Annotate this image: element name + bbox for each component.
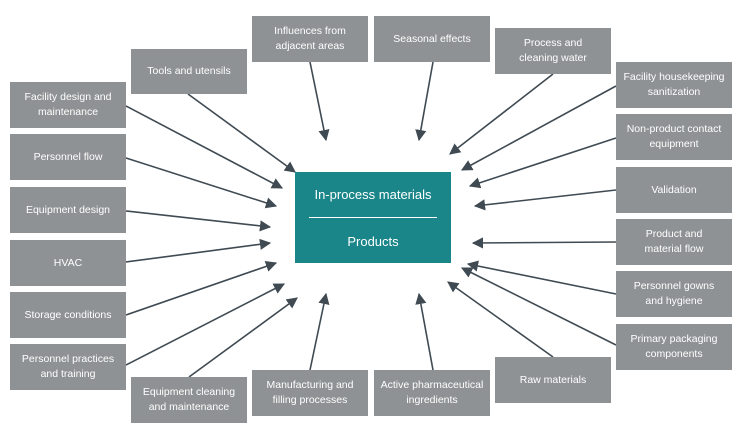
arrow-housekeeping <box>461 85 617 171</box>
node-product-flow: Product and material flow <box>616 219 732 265</box>
arrow-process-water <box>449 73 554 155</box>
arrow-storage <box>125 261 278 316</box>
node-hvac: HVAC <box>10 240 126 286</box>
node-personnel-practices: Personnel practices and training <box>10 344 126 390</box>
arrow-manufacturing <box>309 292 330 371</box>
arrow-personnel-practices <box>125 283 285 366</box>
node-gowns: Personnel gowns and hygiene <box>616 271 732 317</box>
arrow-equipment-cleaning <box>188 297 298 378</box>
node-process-water: Process and cleaning water <box>495 28 611 74</box>
arrow-influences <box>309 61 330 142</box>
center-divider <box>309 217 437 218</box>
arrow-personnel-flow <box>125 157 278 209</box>
center-node: In-process materials Products <box>295 172 451 263</box>
arrow-gowns <box>466 260 617 295</box>
arrow-raw-materials <box>447 281 554 358</box>
node-packaging: Primary packaging components <box>616 324 732 370</box>
center-subtitle: Products <box>347 234 399 249</box>
node-equipment-design: Equipment design <box>10 187 126 233</box>
node-equipment-cleaning: Equipment cleaning and maintenance <box>131 377 247 423</box>
node-tools: Tools and utensils <box>131 49 247 94</box>
node-raw-materials: Raw materials <box>495 357 611 403</box>
node-influences: Influences from adjacent areas <box>252 16 368 62</box>
arrow-product-flow <box>471 237 617 249</box>
node-storage: Storage conditions <box>10 292 126 338</box>
node-seasonal: Seasonal effects <box>374 16 490 62</box>
node-facility-design: Facility design and maintenance <box>10 82 126 128</box>
node-non-product: Non-product contact equipment <box>616 114 732 160</box>
arrow-equipment-design <box>125 210 272 232</box>
node-housekeeping: Facility housekeeping sanitization <box>616 62 732 108</box>
arrow-non-product <box>468 137 617 189</box>
center-title: In-process materials <box>314 187 432 202</box>
arrow-packaging <box>460 267 617 346</box>
node-manufacturing: Manufacturing and filling processes <box>252 370 368 416</box>
arrow-hvac <box>125 238 272 263</box>
node-api: Active pharmaceutical ingredients <box>374 370 490 416</box>
node-validation: Validation <box>616 167 732 213</box>
arrow-facility-design <box>125 105 283 189</box>
node-personnel-flow: Personnel flow <box>10 134 126 180</box>
arrow-validation <box>473 189 617 211</box>
arrow-api <box>415 292 434 371</box>
arrow-seasonal <box>415 61 434 142</box>
arrow-tools <box>187 93 296 173</box>
